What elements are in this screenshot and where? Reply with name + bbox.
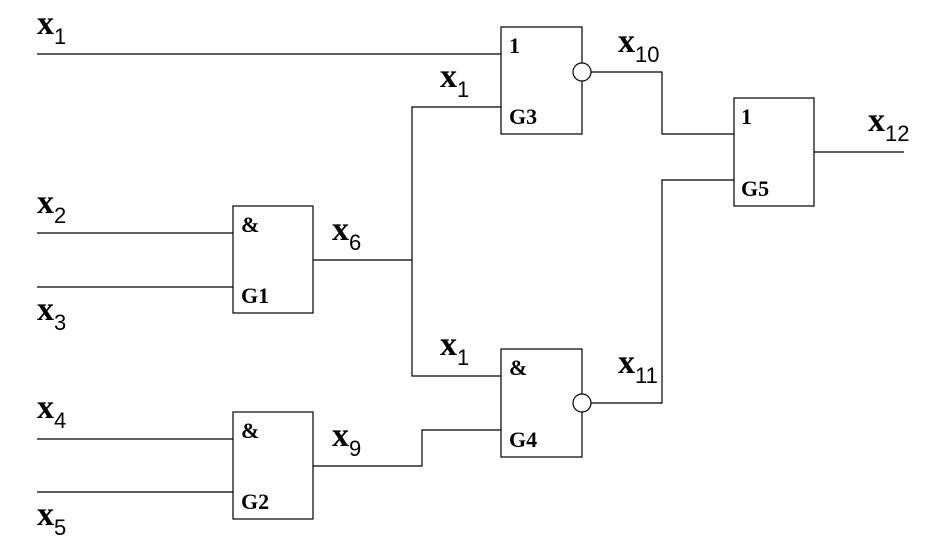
signal-label-letter: x: [37, 5, 54, 42]
gate-g1-box: [232, 205, 314, 314]
signal-label-index: 1: [457, 345, 469, 370]
signal-labels: x1 x2 x3 x4 x5 x6 x9 x1 x1 x10 x11: [37, 5, 909, 537]
gate-g3-inversion-bubble: [572, 62, 592, 82]
signal-label-index: 1: [54, 24, 66, 49]
signal-label-index: 11: [635, 363, 658, 388]
gate-g1-symbol: &: [241, 212, 259, 237]
signal-label-index: 10: [635, 42, 659, 67]
gate-g5-box: [733, 97, 815, 207]
wire-x10-to-g5: [591, 71, 734, 135]
signal-label-x1-at-g3: x1: [440, 58, 469, 102]
gate-g4-symbol: &: [509, 355, 527, 380]
signal-label-x4-input: x4: [37, 389, 66, 433]
signal-label-index: 1: [457, 77, 469, 102]
signal-label-letter: x: [868, 102, 885, 139]
gate-g2-box: [232, 411, 314, 520]
gate-g4: & G4: [500, 348, 592, 458]
signal-label-index: 6: [349, 230, 361, 255]
signal-label-letter: x: [37, 291, 54, 328]
wire-x6-to-g3: [411, 106, 501, 260]
signal-label-x5-input: x5: [37, 496, 66, 537]
signal-label-letter: x: [618, 344, 635, 381]
signal-label-index: 9: [349, 436, 361, 461]
wire-x11-to-g5: [591, 179, 734, 404]
signal-label-index: 12: [885, 121, 909, 146]
signal-label-index: 4: [54, 408, 66, 433]
signal-label-x3-input: x3: [37, 291, 66, 335]
gate-g2-name: G2: [241, 489, 269, 514]
gate-g2-symbol: &: [241, 418, 259, 443]
signal-label-letter: x: [618, 23, 635, 60]
wire-x9-to-g4: [313, 429, 501, 467]
signal-label-x10: x10: [618, 23, 659, 67]
signal-label-letter: x: [37, 184, 54, 221]
gate-g1: & G1: [232, 205, 314, 314]
gate-g4-name: G4: [509, 427, 537, 452]
signal-label-x2-input: x2: [37, 184, 66, 228]
gate-g5: 1 G5: [733, 97, 815, 207]
gate-g3: 1 G3: [500, 26, 592, 135]
signal-label-index: 2: [54, 203, 66, 228]
wires: [37, 53, 904, 493]
signal-label-x1-at-g4: x1: [440, 326, 469, 370]
gate-g5-symbol: 1: [741, 104, 752, 129]
signal-label-x12: x12: [868, 102, 909, 146]
signal-label-letter: x: [440, 58, 457, 95]
signal-label-index: 5: [54, 515, 66, 537]
wire-x6-to-g4: [411, 260, 501, 377]
signal-label-letter: x: [37, 496, 54, 533]
gate-g3-name: G3: [509, 104, 537, 129]
signal-label-index: 3: [54, 310, 66, 335]
signal-label-x6: x6: [332, 211, 361, 255]
gate-g3-symbol: 1: [509, 33, 520, 58]
signal-label-letter: x: [332, 211, 349, 248]
signal-label-letter: x: [332, 417, 349, 454]
gate-g2: & G2: [232, 411, 314, 520]
gate-g3-box: [500, 26, 583, 135]
signal-label-letter: x: [37, 389, 54, 426]
gate-g4-box: [500, 348, 583, 458]
signal-label-letter: x: [440, 326, 457, 363]
signal-label-x1-input: x1: [37, 5, 66, 49]
gate-g5-name: G5: [741, 176, 769, 201]
signal-label-x9: x9: [332, 417, 361, 461]
gate-g1-name: G1: [241, 283, 269, 308]
signal-label-x11: x11: [618, 344, 658, 388]
gate-g4-inversion-bubble: [572, 393, 592, 413]
